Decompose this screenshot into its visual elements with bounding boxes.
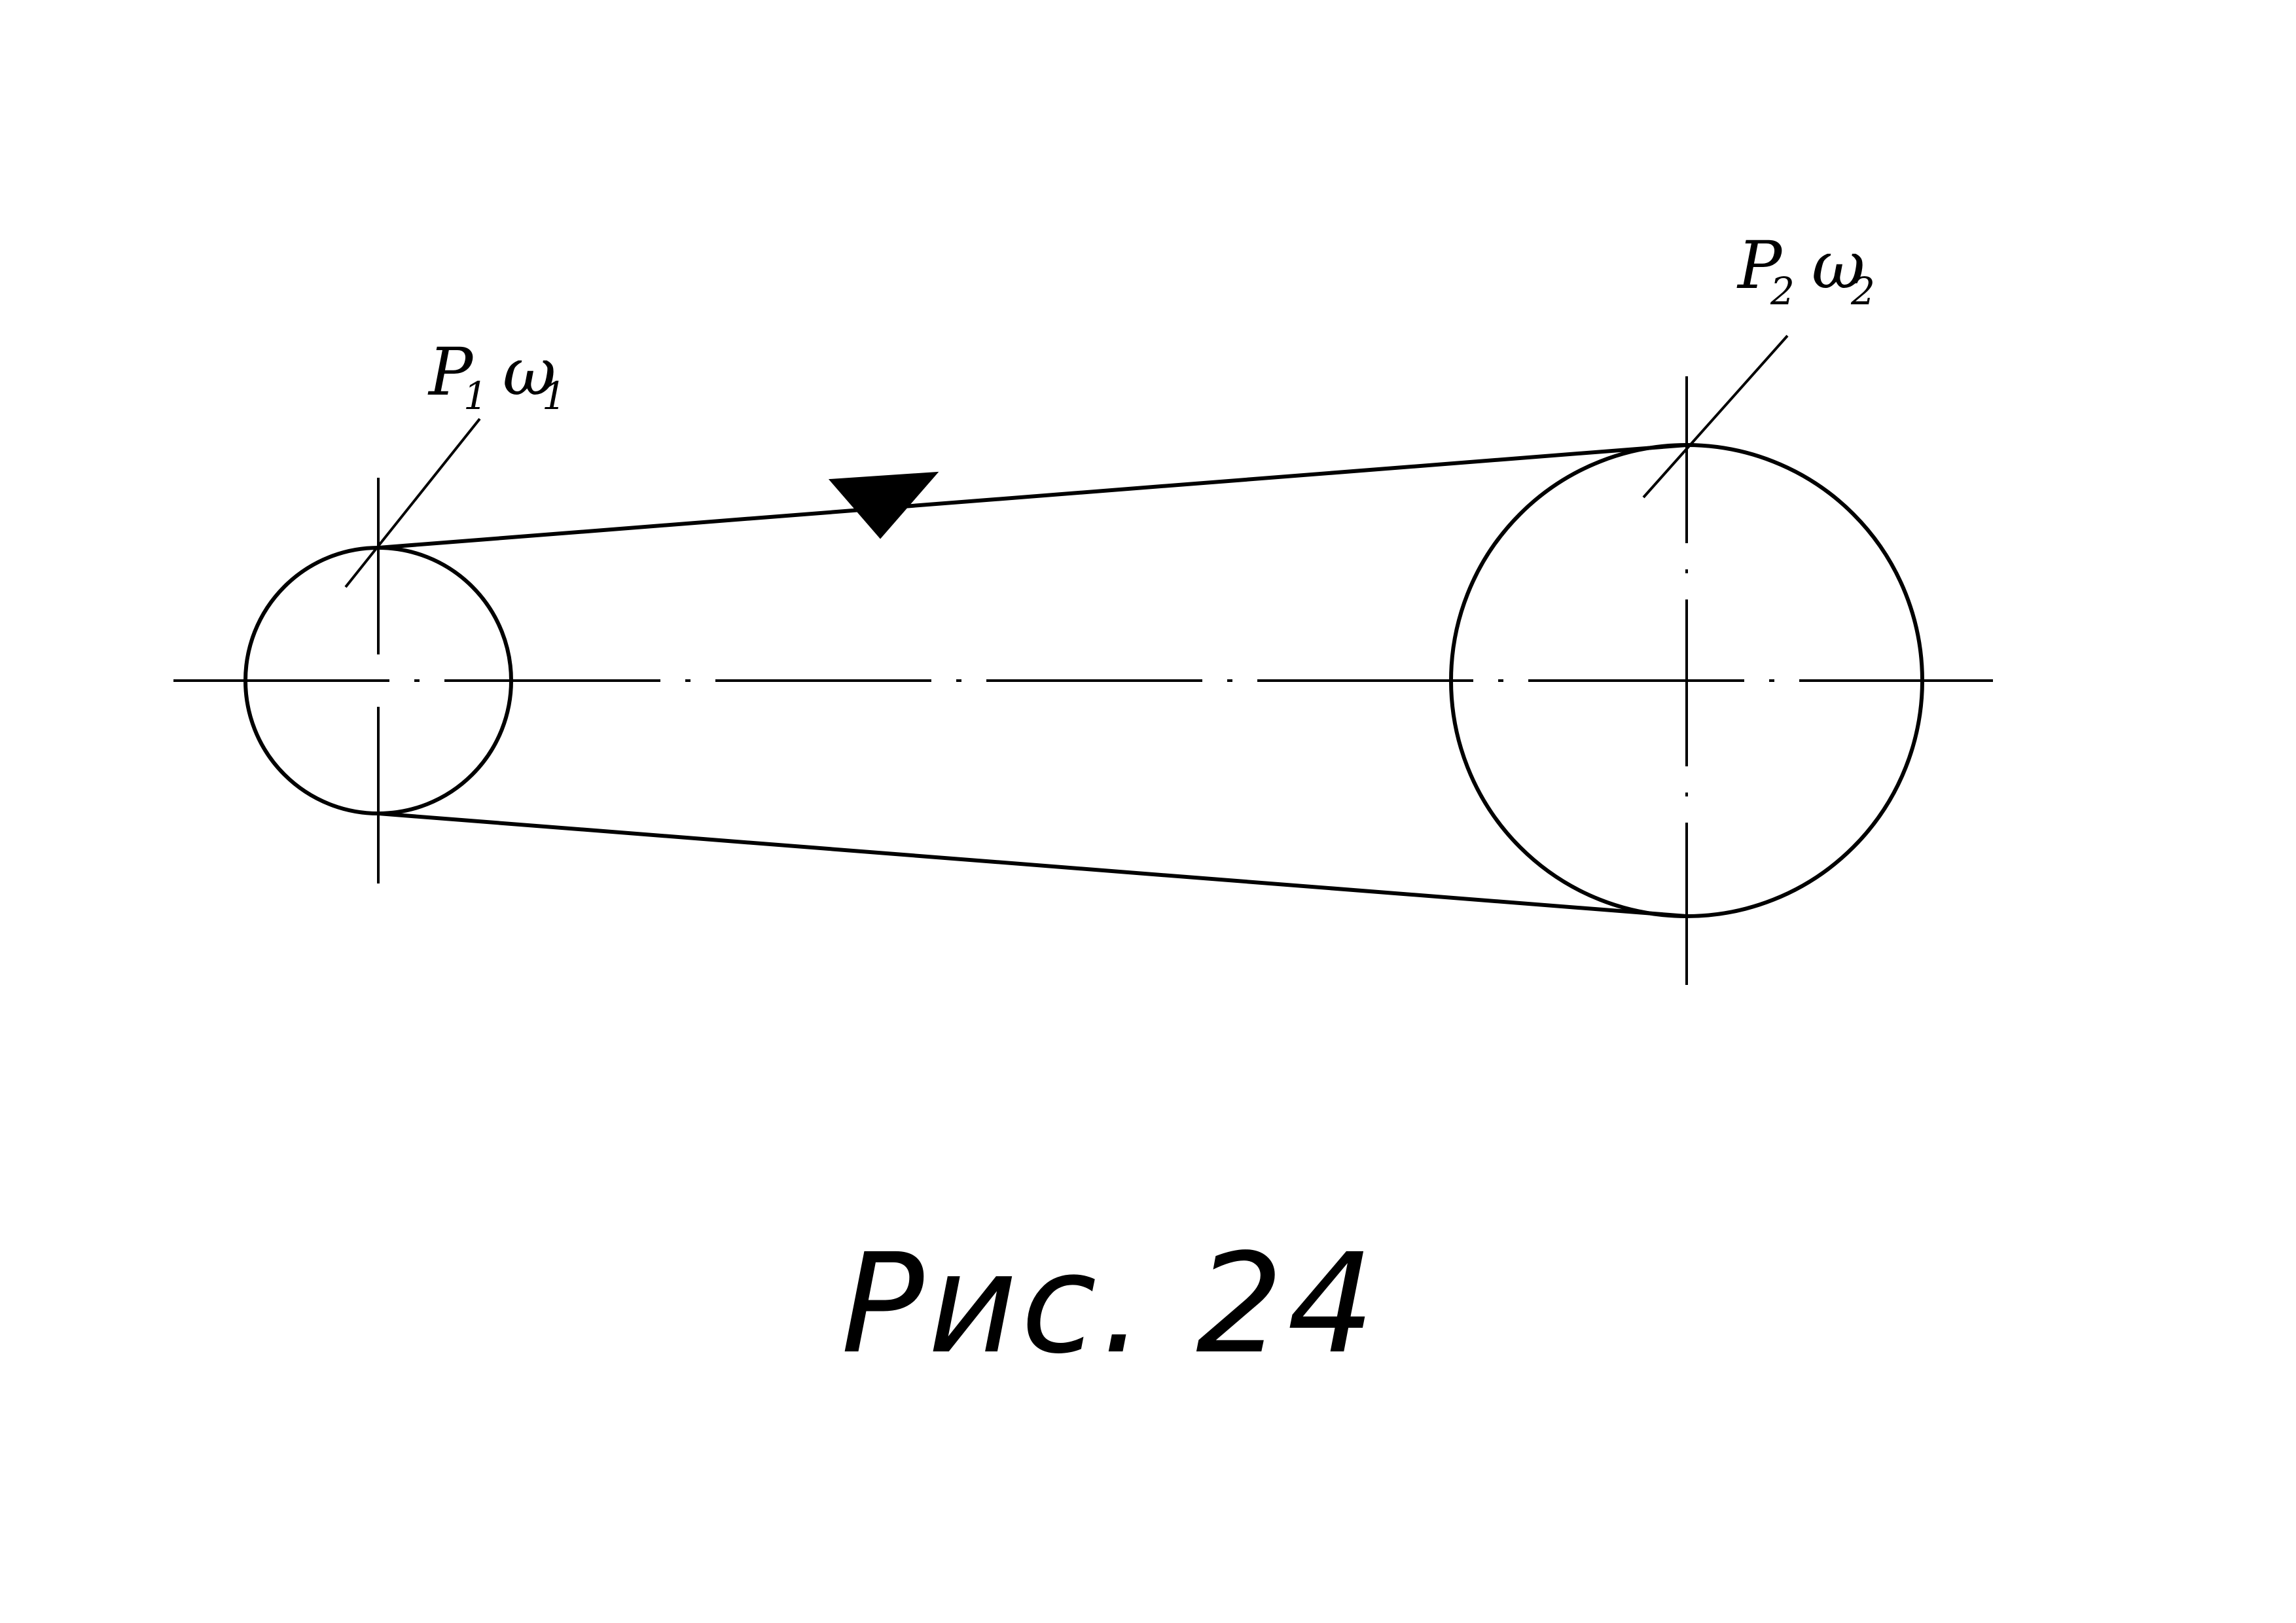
p1-subscript: 1 — [463, 374, 488, 418]
label-driven-pulley: P 2 ω 2 — [1736, 227, 1875, 313]
omega2-subscript: 2 — [1850, 269, 1875, 313]
omega1-subscript: 1 — [542, 374, 566, 418]
p1-symbol: P — [427, 334, 474, 410]
belt-direction-arrow-icon — [828, 471, 939, 539]
leader-line-2 — [1642, 334, 1789, 499]
p2-subscript: 2 — [1770, 269, 1795, 313]
omega1-symbol: ω — [503, 334, 556, 410]
p2-symbol: P — [1736, 227, 1783, 304]
figure-caption: Рис. 24 — [841, 1224, 1378, 1384]
leader-line-1 — [344, 418, 481, 588]
label-driving-pulley: P 1 ω 1 — [427, 334, 566, 418]
belt-upper-run — [378, 443, 1687, 550]
omega2-symbol: ω — [1812, 227, 1865, 304]
belt-lower-run — [378, 812, 1687, 918]
